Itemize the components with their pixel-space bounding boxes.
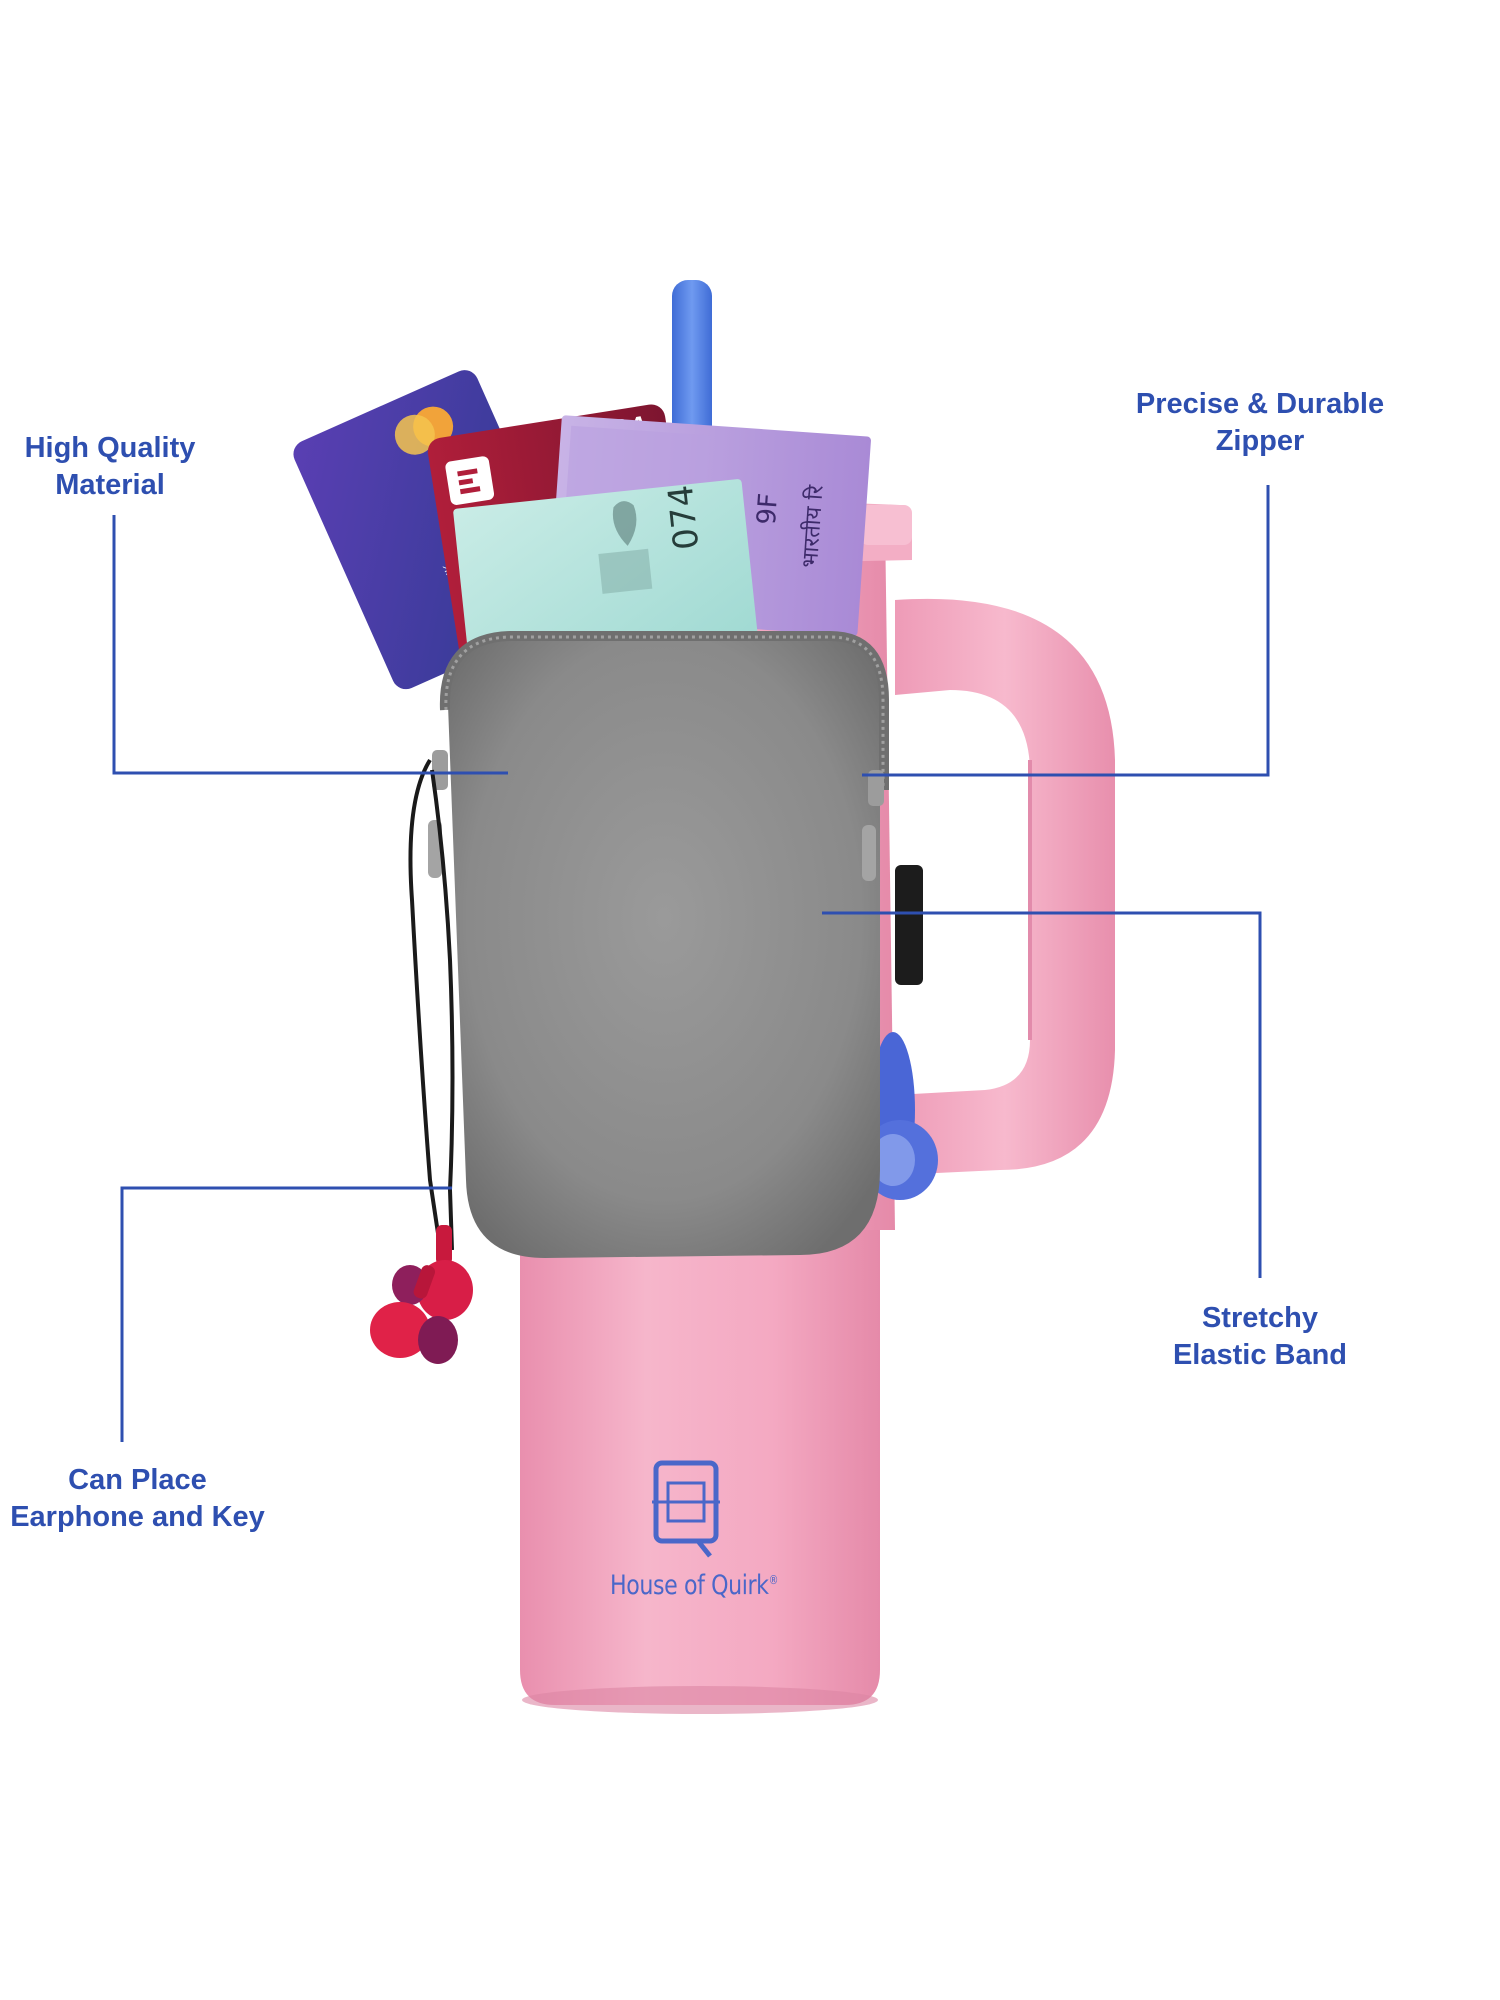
brand-logo-mark	[652, 1460, 720, 1558]
serial-text: 9F	[752, 492, 784, 526]
callout-line-1: Precise & Durable	[1135, 388, 1385, 420]
callout-can-place-earphone-key: Can Place Earphone and Key	[0, 1462, 275, 1536]
callout-stretchy-elastic-band: Stretchy Elastic Band	[1140, 1300, 1380, 1374]
callout-line-2: Material	[55, 469, 165, 501]
callout-line-2: Elastic Band	[1172, 1339, 1348, 1371]
brand-name-text: House of Quirk	[610, 1570, 769, 1601]
handle-clip	[862, 1032, 938, 1200]
registered-mark: ®	[768, 1573, 779, 1587]
callout-line-1: Stretchy	[1201, 1302, 1319, 1334]
leader-lines	[112, 485, 1270, 1442]
callout-line-2: Earphone and Key	[10, 1501, 265, 1533]
earphones	[370, 758, 473, 1364]
leader-line-zipper	[862, 485, 1270, 777]
callout-line-1: Can Place	[68, 1464, 207, 1496]
callout-precise-durable-zipper: Precise & Durable Zipper	[1120, 386, 1400, 460]
callout-high-quality-material: High Quality Material	[10, 430, 210, 504]
leader-line-elastic	[822, 911, 1262, 1278]
teal-banknote: 074	[453, 479, 759, 678]
grey-pouch	[428, 631, 923, 1258]
leader-line-earphone	[120, 1186, 452, 1442]
leader-line-material	[112, 515, 508, 775]
hindi-text: भारतीय रि	[797, 483, 829, 568]
callout-line-1: High Quality	[24, 432, 196, 464]
tumbler-handle	[895, 598, 1115, 1175]
callout-line-2: Zipper	[1215, 425, 1305, 457]
brand-name: House of Quirk®	[610, 1570, 778, 1601]
note-number-text: 074	[661, 483, 708, 552]
